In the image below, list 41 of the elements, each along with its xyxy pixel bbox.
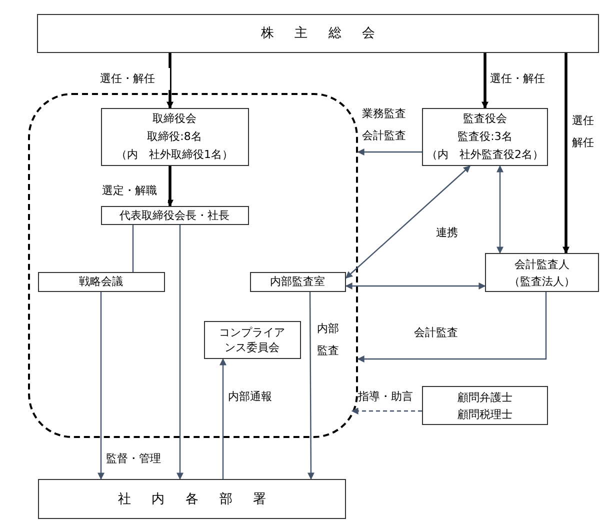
connector-arrow	[357, 148, 422, 156]
connector-arrow	[351, 408, 422, 414]
box-title: 戦略会議	[79, 274, 123, 290]
connector-arrow	[98, 292, 104, 480]
connector-arrow	[482, 53, 488, 109]
box-title: 社内各部署	[118, 490, 287, 508]
connector-arrow	[562, 53, 570, 254]
connector-arrow	[496, 165, 504, 254]
box-title: コンプライアンス委員会	[218, 324, 286, 354]
edge-label: 選任・解任	[100, 68, 170, 90]
connector-arrow	[166, 166, 174, 207]
connector-arrow	[176, 225, 184, 480]
connector-arrow	[307, 292, 314, 480]
connector-arrow	[357, 292, 547, 362]
organization-box	[37, 14, 599, 53]
box-detail: 監査役:3名	[458, 129, 512, 145]
body-box	[422, 386, 548, 425]
box-detail: 顧問税理士	[458, 406, 512, 422]
box-title: 内部監査室	[270, 274, 325, 290]
box-detail: （監査法人）	[509, 274, 575, 290]
box-detail: （内 社外監査役2名）	[426, 147, 544, 163]
connector-arrow	[166, 53, 174, 109]
body-box	[250, 272, 346, 292]
body-box	[38, 272, 164, 292]
body-box	[100, 206, 248, 224]
box-title: 会計監査人	[514, 256, 570, 272]
body-box	[100, 108, 248, 166]
box-title: 取締役会	[152, 110, 196, 126]
connector-arrow	[220, 358, 226, 479]
body-box	[204, 320, 300, 358]
box-detail: 取締役:8名	[147, 128, 202, 144]
organization-box	[38, 479, 346, 519]
body-box	[422, 108, 548, 166]
box-title: 顧問弁護士	[458, 390, 512, 406]
box-title: 代表取締役会長・社長	[120, 208, 230, 224]
box-title: 株主総会	[260, 25, 396, 42]
body-box	[485, 253, 599, 292]
box-title: 監査役会	[463, 111, 507, 127]
connector-arrow	[345, 166, 471, 278]
connector-arrow	[345, 282, 486, 290]
box-detail: （内 社外取締役1名）	[116, 146, 233, 162]
